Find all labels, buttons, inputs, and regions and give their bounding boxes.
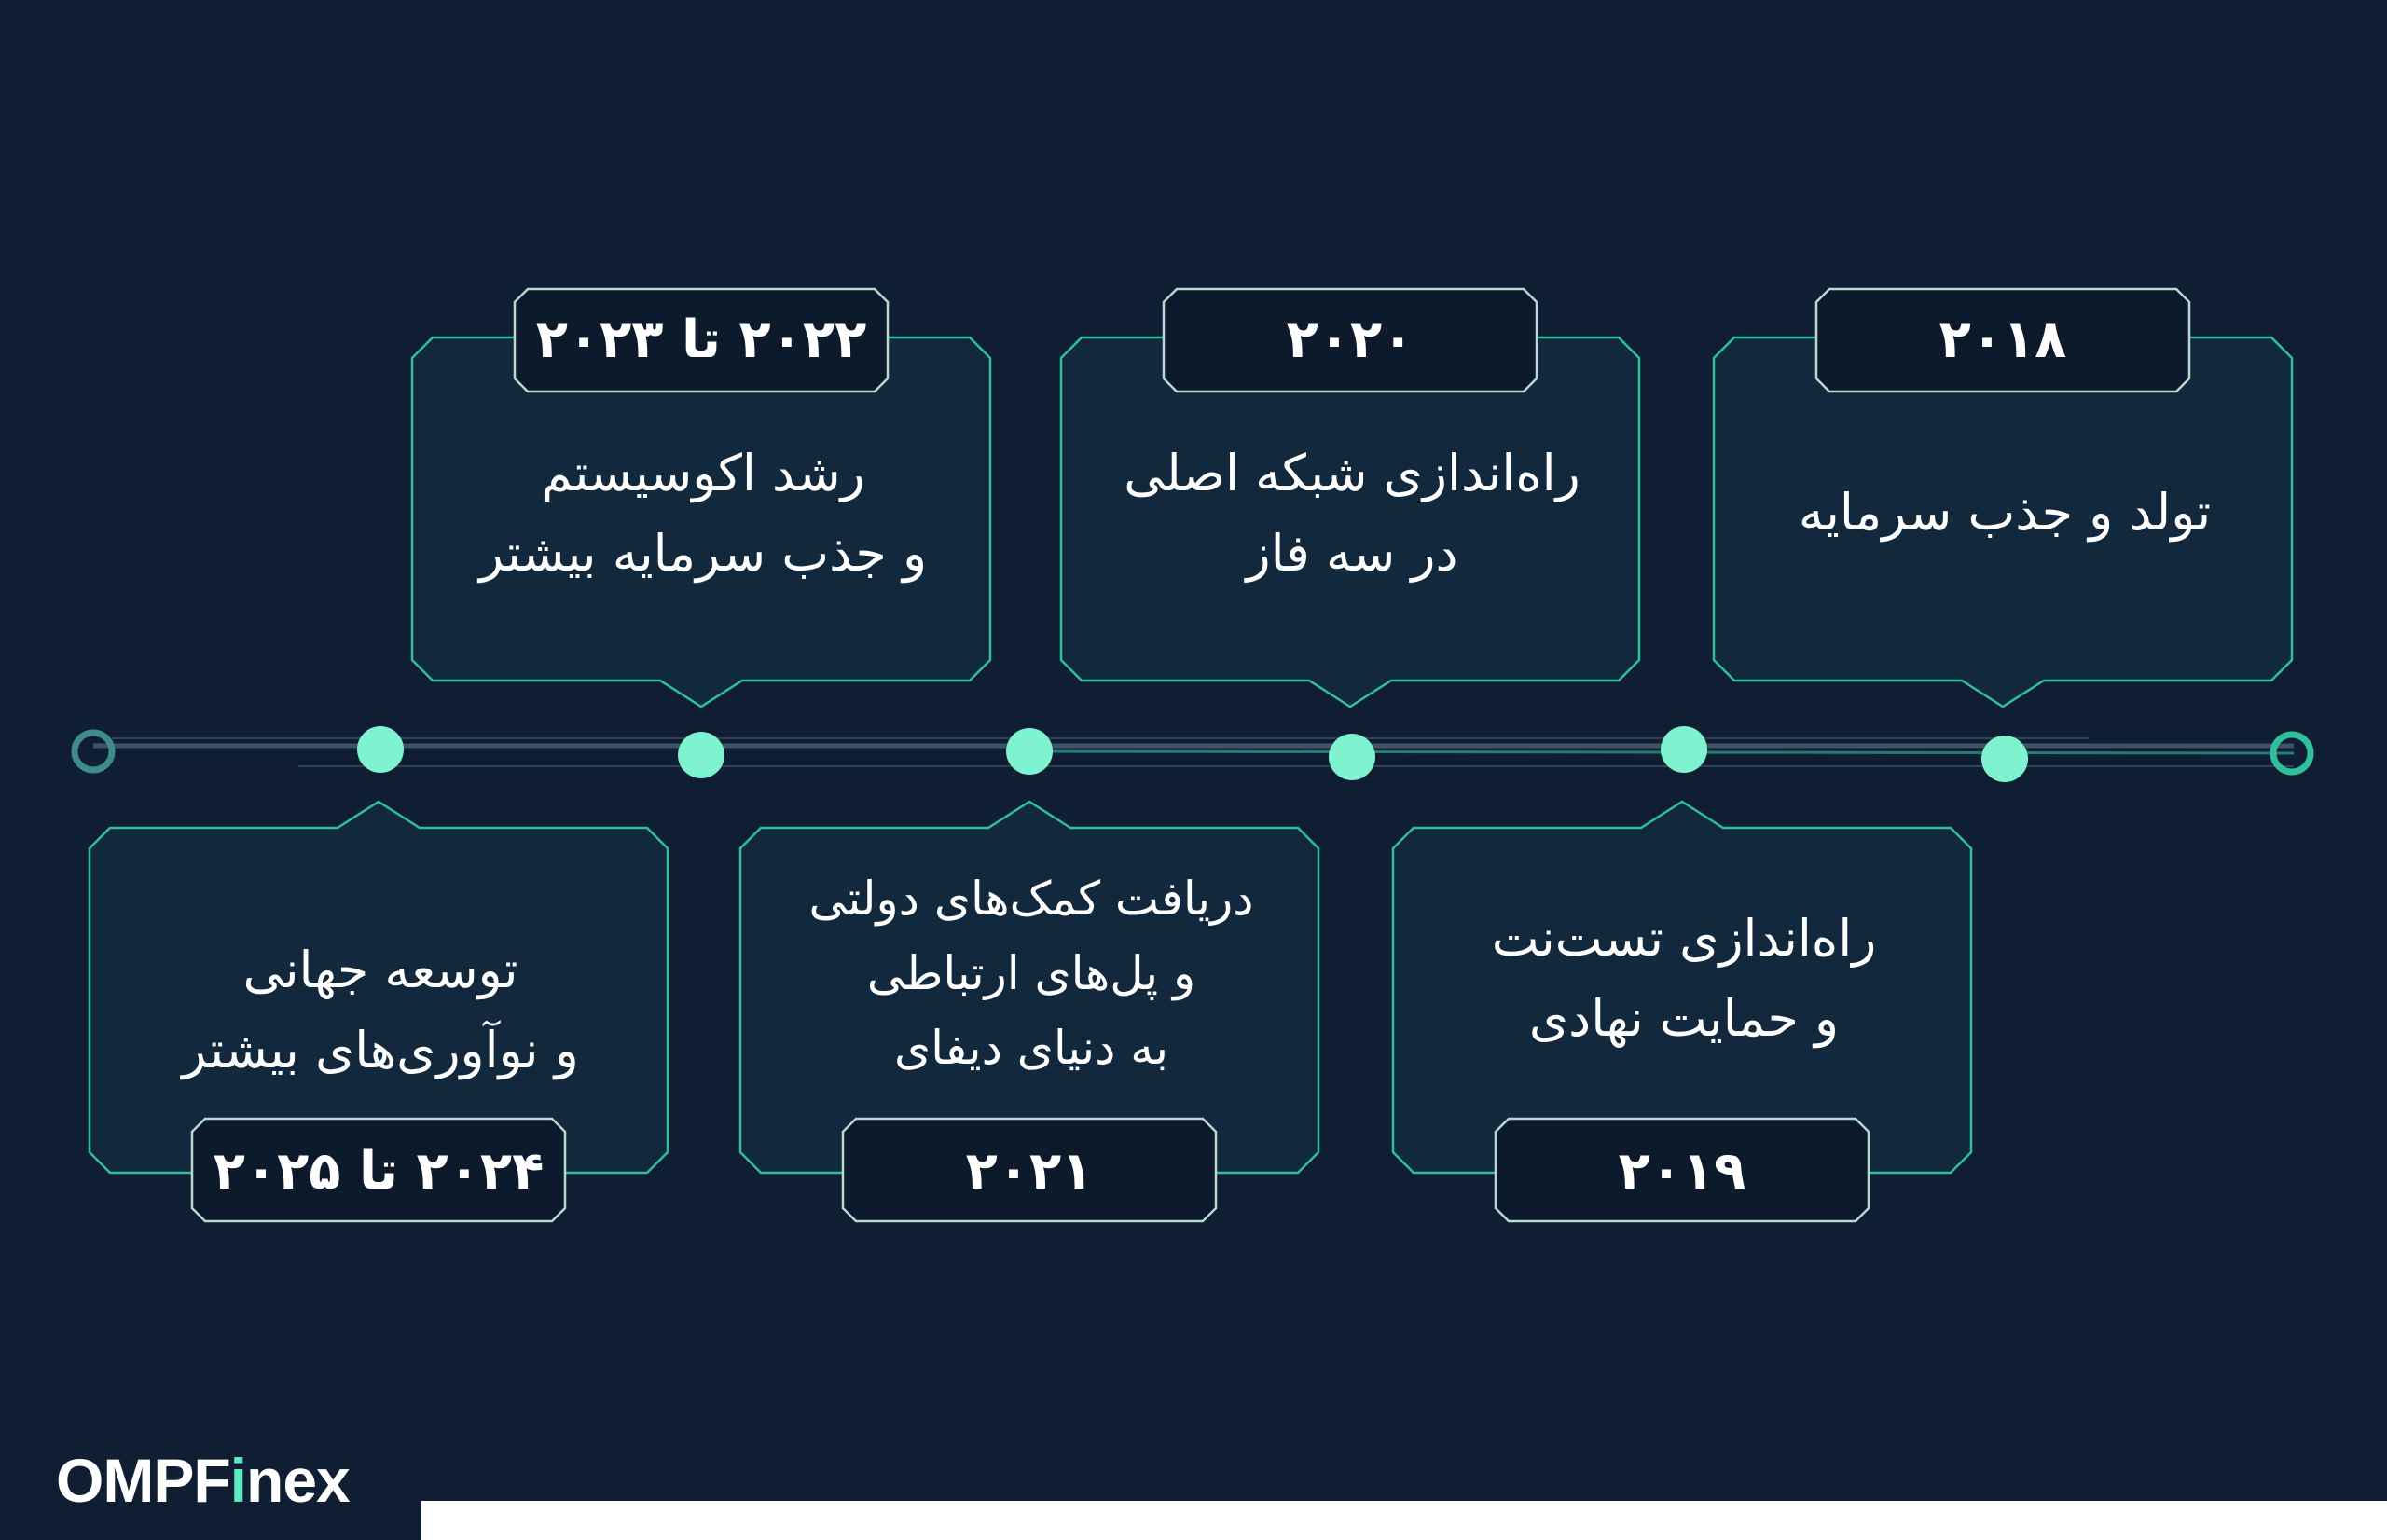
bottom-bar xyxy=(421,1501,2387,1540)
year-tab-2020 xyxy=(1162,287,1538,393)
event-text-2024-2025: توسعه جهانی و نوآوری‌های بیشتر xyxy=(182,941,579,1079)
card-2019 xyxy=(1391,800,1973,1175)
timeline-dot-2022-2023 xyxy=(678,732,724,778)
event-text-2019: راه‌اندازی تست‌نت و حمایت نهادی xyxy=(1491,909,1877,1048)
card-2020 xyxy=(1059,336,1641,708)
timeline-start-ring xyxy=(71,729,116,774)
event-text-2020: راه‌اندازی شبکه اصلی در سه فاز xyxy=(1124,444,1580,583)
year-label-2021: ۲۰۲۱ xyxy=(965,1140,1094,1202)
brand-logo: OMPFinex xyxy=(56,1446,351,1515)
year-tab-2019 xyxy=(1494,1117,1870,1223)
card-2024-2025 xyxy=(88,800,669,1175)
timeline-dot-2018 xyxy=(1981,736,2028,782)
year-tab-2018 xyxy=(1814,287,2191,393)
year-label-2018: ۲۰۱۸ xyxy=(1939,309,2067,370)
event-text-2018: تولد و جذب سرمایه xyxy=(1798,483,2212,542)
event-text-2022-2023: رشد اکوسیستم و جذب سرمایه بیشتر xyxy=(478,444,928,583)
event-text-2021: دریافت کمک‌های دولتی و پل‌های ارتباطی به… xyxy=(808,872,1254,1075)
year-label-2020: ۲۰۲۰ xyxy=(1286,309,1414,370)
year-tab-2021 xyxy=(841,1117,1218,1223)
year-label-2024-2025: ۲۰۲۴ تا ۲۰۲۵ xyxy=(213,1140,545,1202)
year-label-2022-2023: ۲۰۲۲ تا ۲۰۲۳ xyxy=(535,309,867,370)
timeline-end-ring xyxy=(2270,731,2314,776)
card-2018 xyxy=(1712,336,2294,708)
timeline-line-glow xyxy=(1025,749,2295,755)
timeline-dot-2019 xyxy=(1661,726,1707,773)
year-tab-2022-2023 xyxy=(513,287,890,393)
timeline-dot-2024-2025 xyxy=(357,726,404,773)
card-2021 xyxy=(738,800,1320,1175)
card-2022-2023 xyxy=(410,336,992,708)
year-label-2019: ۲۰۱۹ xyxy=(1618,1140,1746,1202)
year-tab-2024-2025 xyxy=(190,1117,567,1223)
timeline-dot-2020 xyxy=(1329,734,1375,780)
timeline-dot-2021 xyxy=(1006,728,1053,775)
